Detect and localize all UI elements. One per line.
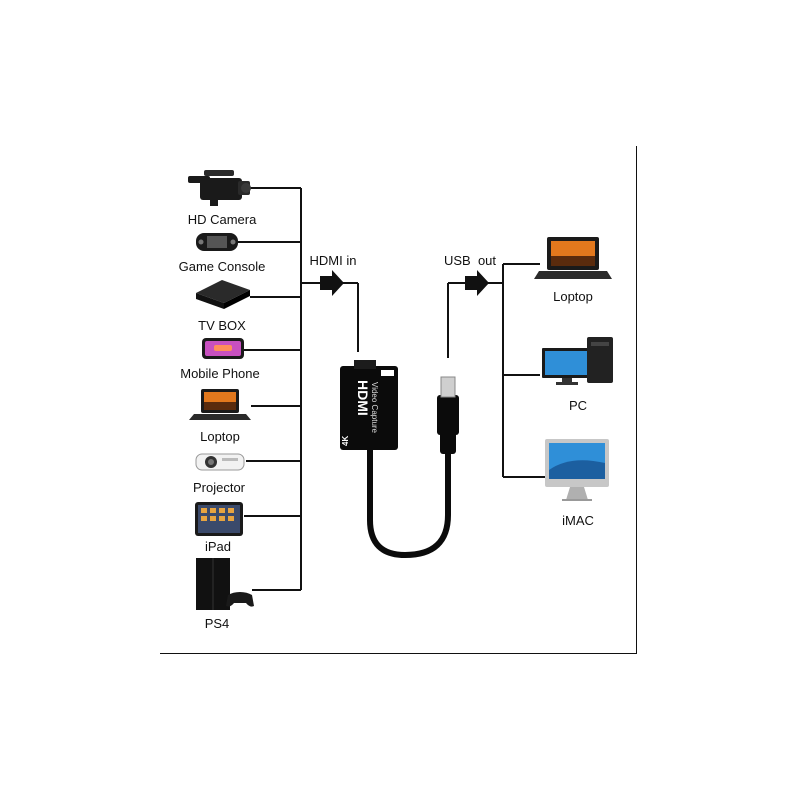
imac-icon (545, 439, 609, 501)
input-label-projector: Projector (192, 480, 246, 495)
game-console-icon (196, 558, 254, 610)
output-label-pc: PC (568, 398, 588, 413)
laptop-icon (534, 237, 612, 279)
hdmi-brand-text: HDMI (355, 380, 371, 416)
usb-c-port (381, 370, 394, 376)
usb-plug-grip (437, 395, 459, 435)
input-label-hd-camera: HD Camera (187, 212, 257, 227)
video-capture-text: Video Capture (370, 382, 379, 434)
output-label-imac: iMAC (562, 513, 594, 528)
tablet-icon (195, 502, 243, 536)
camcorder-icon (188, 170, 251, 206)
handheld-console-icon (196, 233, 238, 251)
hdmi-in-label: HDMI in (309, 253, 357, 268)
desktop-pc-icon (542, 337, 613, 385)
input-label-laptop: Loptop (200, 429, 240, 444)
capture-card-device: 4K HDMI Video Capture (340, 360, 459, 559)
input-label-tv-box: TV BOX (198, 318, 246, 333)
mobile-phone-icon (202, 338, 244, 359)
tv-box-icon (196, 280, 250, 309)
frame-bottom-border (160, 653, 637, 654)
laptop-icon (189, 389, 251, 420)
frame-right-border (636, 146, 637, 654)
output-label-laptop: Loptop (553, 289, 593, 304)
input-label-ipad: iPad (204, 539, 232, 554)
projector-icon (195, 453, 245, 471)
input-label-game-console: Game Console (178, 259, 266, 274)
usb-a-connector (440, 376, 456, 398)
hdmi-in-arrow (320, 270, 344, 296)
usb-plug-housing (440, 432, 456, 454)
usb-cable (367, 448, 451, 559)
input-label-mobile-phone: Mobile Phone (180, 366, 260, 381)
hdmi-port (354, 360, 376, 369)
capture-card-body (340, 366, 398, 450)
input-label-ps4: PS4 (204, 616, 230, 631)
usb-out-arrow (465, 270, 489, 296)
badge-4k-text: 4K (341, 436, 350, 446)
usb-out-label: USB out (443, 253, 497, 268)
